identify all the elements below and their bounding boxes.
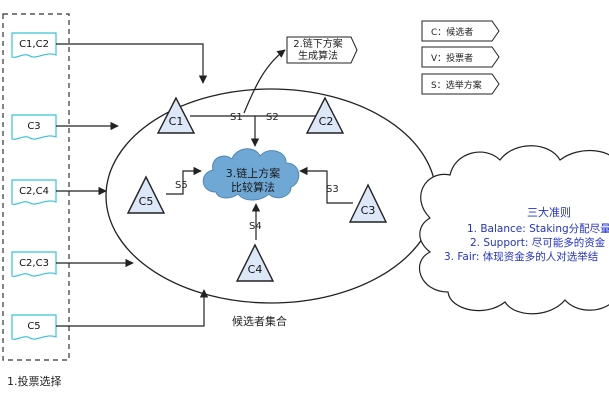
scheme-s1: S1: [230, 112, 243, 123]
voting-group-box: [2, 13, 70, 361]
candidate-triangle-c5: [126, 175, 166, 214]
offchain-box: [286, 36, 358, 64]
legend-c: C：候选者: [431, 26, 473, 38]
legend-tag-s: [421, 73, 500, 95]
legend-s: S：选举方案: [431, 79, 482, 91]
scheme-s2: S2: [266, 112, 279, 123]
arrow-s3: [299, 166, 353, 204]
principles-title: 三大准则: [527, 205, 571, 219]
vote-doc-label-4: C2,C3: [19, 258, 49, 269]
candidate-triangle-c1: [156, 96, 196, 134]
vote-doc-4: [11, 251, 57, 277]
arrow-doc5: [56, 289, 209, 327]
legend: C：候选者 V：投票者 S：选举方案: [421, 20, 500, 95]
arrow-doc1: [56, 43, 208, 84]
vote-doc-5: [11, 314, 57, 340]
legend-tag-v: [421, 46, 500, 68]
onchain-line2: 比较算法: [231, 180, 275, 194]
vote-doc-label-3: C2,C4: [19, 186, 49, 197]
candidate-set-label: 候选者集合: [232, 314, 287, 328]
legend-v: V：投票者: [431, 52, 473, 64]
candidate-c3: C3: [361, 204, 376, 217]
principle-1: 1. Balance: Staking分配尽量: [467, 223, 609, 235]
vote-doc-label-5: C5: [27, 321, 40, 332]
candidate-c2: C2: [319, 115, 334, 128]
vote-doc-label-2: C3: [27, 121, 40, 132]
scheme-s5: S5: [175, 180, 188, 191]
vote-doc-label-1: C1,C2: [19, 39, 49, 50]
candidate-triangle-c4: [235, 243, 275, 282]
candidate-c4: C4: [248, 263, 263, 276]
vote-doc-1: [11, 32, 57, 58]
vote-doc-2: [11, 114, 57, 140]
candidate-c5: C5: [139, 195, 154, 208]
offchain-line1: 2.链下方案: [293, 37, 343, 50]
scheme-s4: S4: [249, 221, 262, 232]
candidate-c1: C1: [169, 115, 184, 128]
principle-3: 3. Fair: 体现资金多的人对选举结: [444, 250, 598, 263]
legend-tag-c: [421, 20, 500, 42]
onchain-cloud: [202, 148, 300, 201]
candidate-triangle-c3: [348, 183, 388, 223]
principle-2: 2. Support: 尽可能多的资金: [470, 236, 606, 249]
onchain-line1: 3.链上方案: [226, 166, 281, 180]
principles-cloud: [419, 145, 609, 315]
arrow-s5: [166, 166, 202, 195]
scheme-s3: S3: [326, 184, 339, 195]
voting-caption: 1.投票选择: [7, 374, 62, 388]
vote-doc-3: [11, 179, 57, 205]
arrow-offchain: [243, 49, 286, 114]
offchain-line2: 生成算法: [298, 49, 338, 62]
candidate-triangle-c2: [305, 96, 345, 134]
